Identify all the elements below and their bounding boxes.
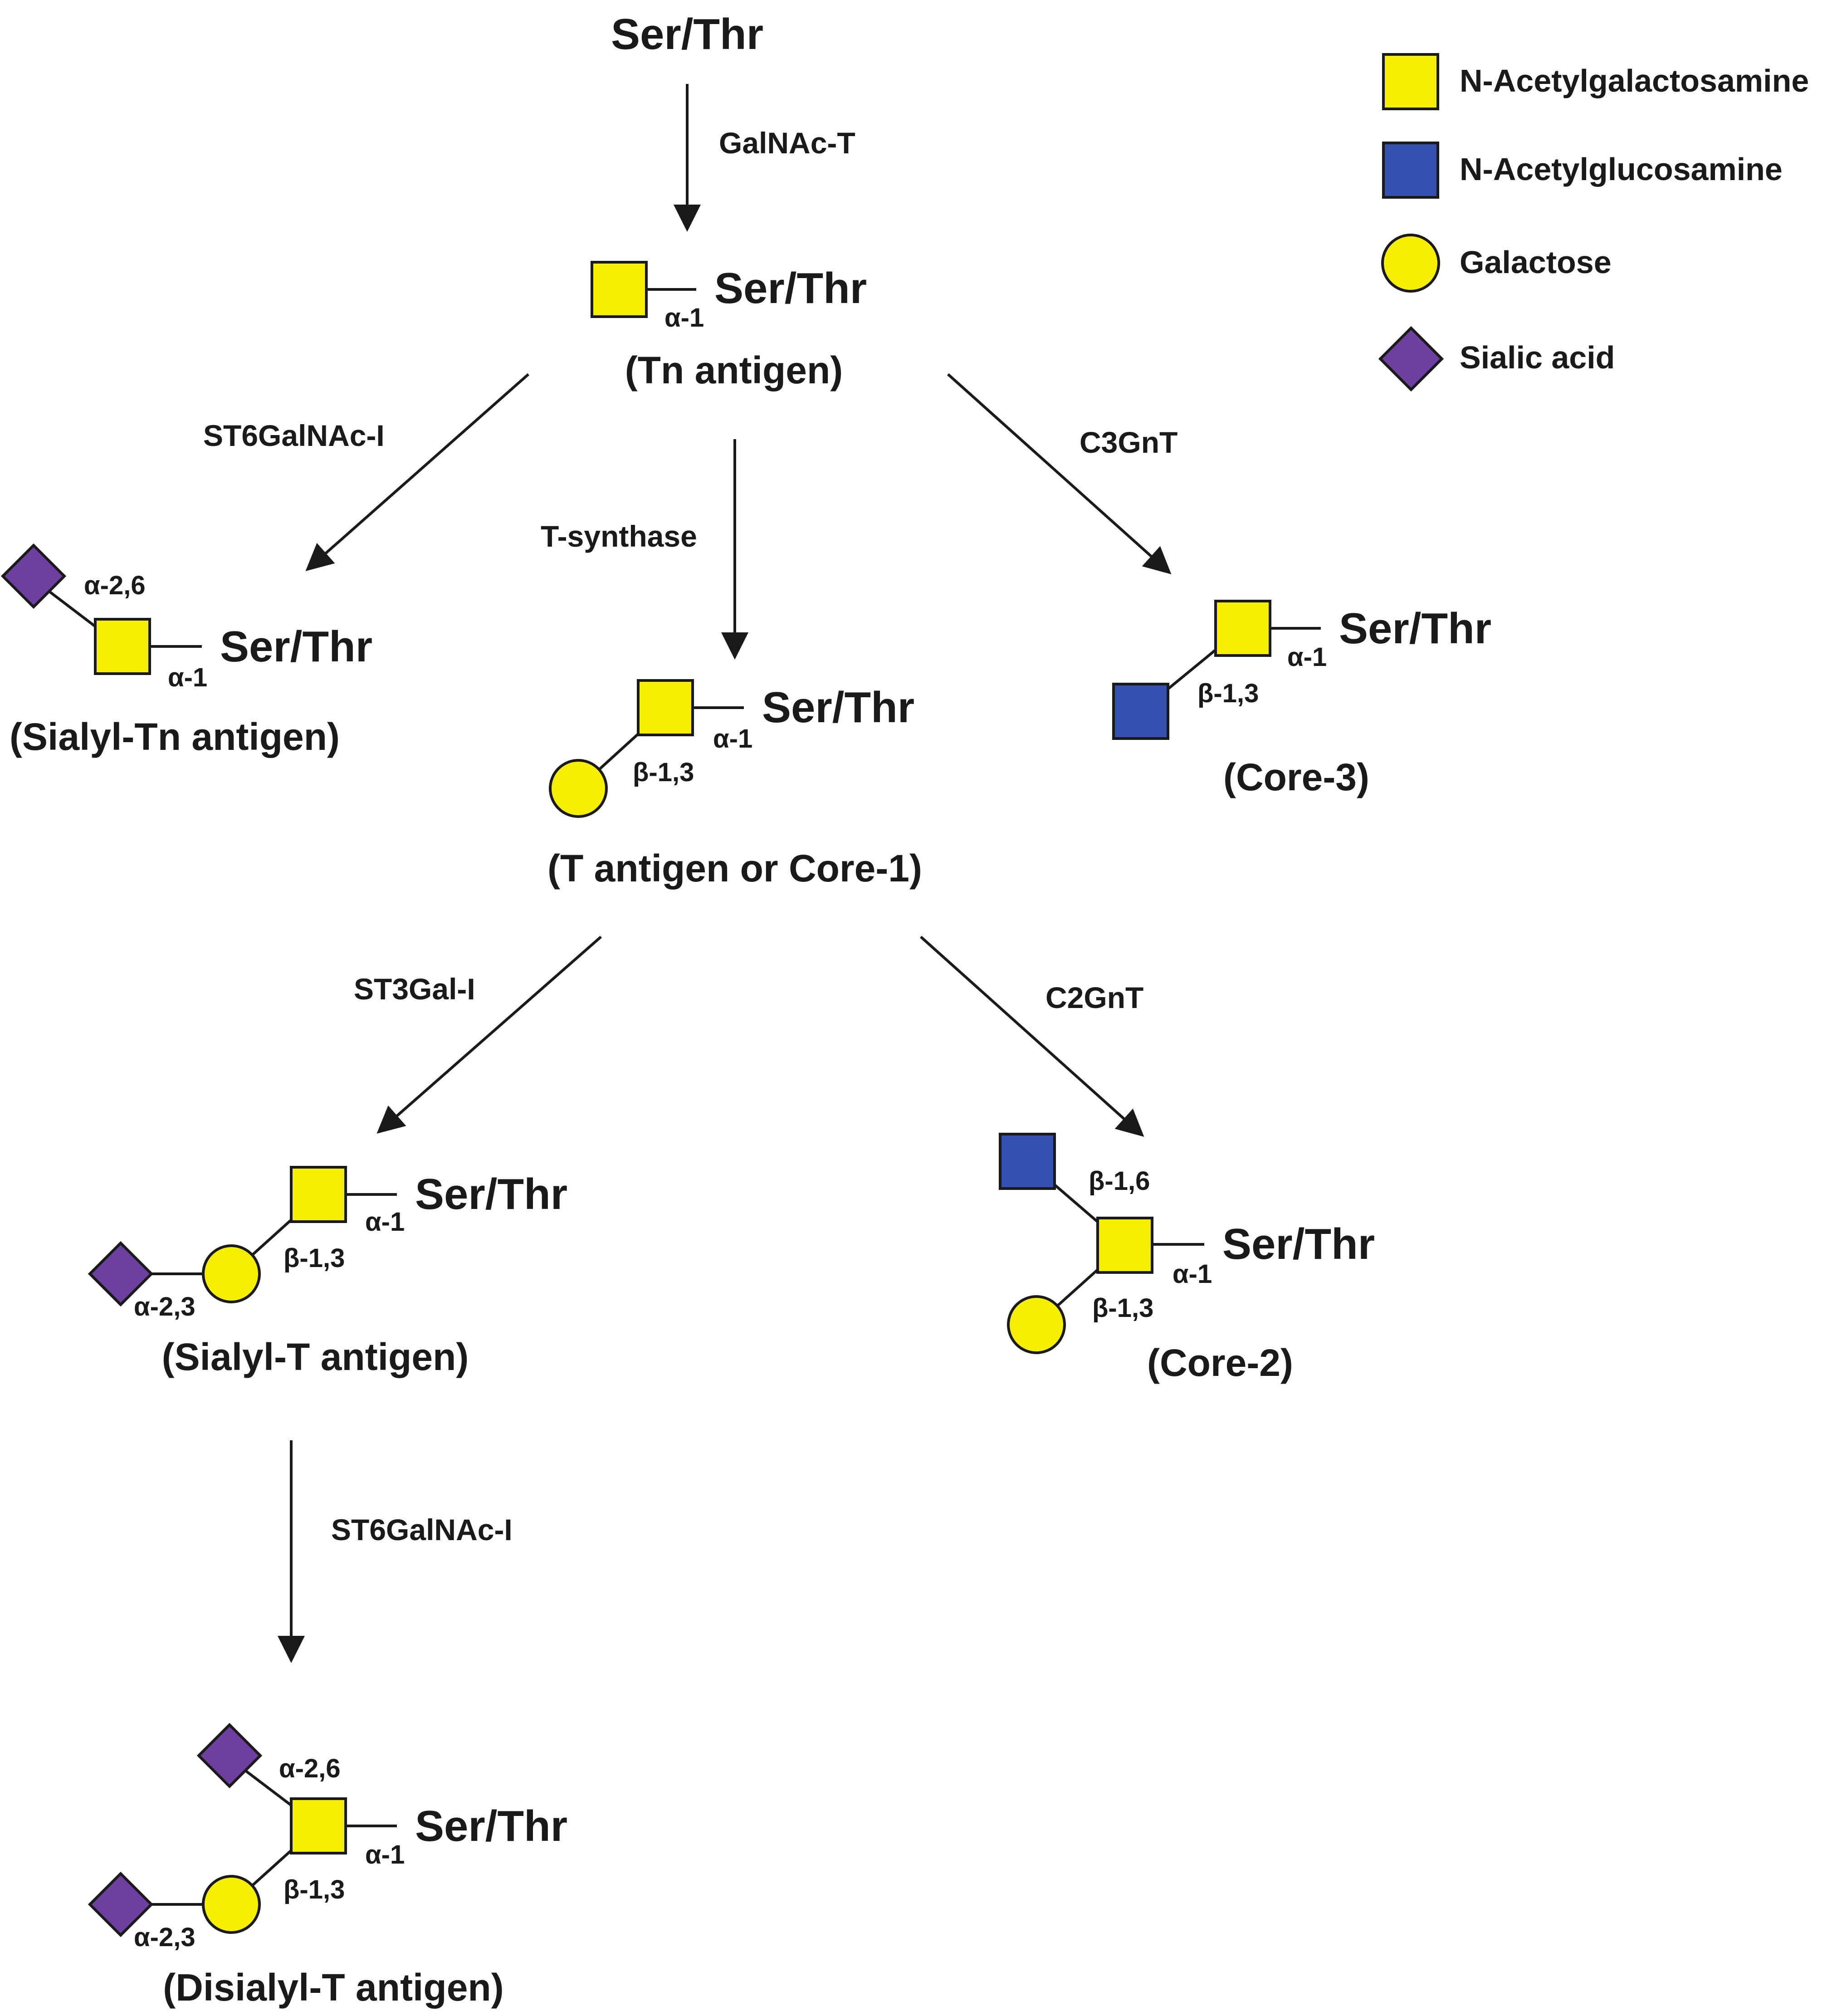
disialyl-t-link-a1: α-1 <box>365 1840 405 1869</box>
core2-link-a1: α-1 <box>1172 1259 1212 1289</box>
core3-ser-thr-label: Ser/Thr <box>1339 604 1491 653</box>
core3-name: (Core-3) <box>1223 756 1369 798</box>
galnac-square <box>94 618 151 675</box>
arrow-st3gal-1 <box>376 935 602 1134</box>
galnac-square <box>290 1166 347 1223</box>
disialyl-t-link-a23: α-2,3 <box>134 1923 195 1952</box>
sialyl-tn-structure: α-2,6 α-1 Ser/Thr (Sialyl-Tn antigen) <box>0 543 372 758</box>
enzyme-c2gnt: C2GnT <box>1045 981 1143 1014</box>
legend: N-Acetylgalactosamine N-Acetylglucosamin… <box>1378 53 1809 392</box>
enzyme-galnac-t: GalNAc-T <box>719 126 855 160</box>
disialyl-t-link-b13: β-1,3 <box>283 1875 345 1904</box>
enzyme-c3gnt: C3GnT <box>1080 426 1177 459</box>
sialyl-tn-link-a1: α-1 <box>168 663 207 692</box>
legend-item-sialic-acid: Sialic acid <box>1378 326 1615 392</box>
sialyl-tn-link-a26: α-2,6 <box>84 571 146 600</box>
legend-galactose-circle-icon <box>1381 234 1440 293</box>
galnac-square <box>1214 600 1271 657</box>
core1-antigen-name: (T antigen or Core-1) <box>547 847 922 890</box>
disialyl-t-structure: α-2,6 α-1 β-1,3 α-2,3 Ser/Thr (Disialyl-… <box>88 1722 567 2009</box>
galactose-circle <box>202 1244 261 1303</box>
enzyme-st6galnac-1b: ST6GalNAc-I <box>331 1513 513 1546</box>
core3-link-a1: α-1 <box>1287 642 1327 672</box>
sialyl-t-link-a23: α-2,3 <box>134 1292 195 1321</box>
galnac-square <box>1096 1217 1153 1274</box>
galnac-square <box>591 261 648 318</box>
sialic-acid-diamond <box>0 543 67 609</box>
sialic-acid-diamond <box>88 1241 154 1307</box>
legend-label-galnac: N-Acetylgalactosamine <box>1460 63 1809 98</box>
disialyl-t-antigen-name: (Disialyl-T antigen) <box>163 1966 503 2009</box>
sialyl-t-link-b13: β-1,3 <box>283 1243 345 1273</box>
legend-item-galactose: Galactose <box>1381 234 1612 293</box>
legend-galnac-square-icon <box>1382 53 1439 110</box>
legend-label-sialic-acid: Sialic acid <box>1460 340 1615 375</box>
sialyl-t-link-a1: α-1 <box>365 1207 405 1237</box>
legend-item-galnac: N-Acetylgalactosamine <box>1382 53 1809 110</box>
core2-ser-thr-label: Ser/Thr <box>1222 1220 1375 1268</box>
disialyl-t-link-a26: α-2,6 <box>279 1754 341 1783</box>
core1-link-a1: α-1 <box>713 724 752 754</box>
disialyl-t-ser-thr-label: Ser/Thr <box>415 1802 567 1850</box>
core1-link-b13: β-1,3 <box>633 758 694 787</box>
top-ser-thr-label: Ser/Thr <box>611 10 763 59</box>
core2-link-b16: β-1,6 <box>1089 1166 1150 1196</box>
glcnac-square <box>1112 683 1169 740</box>
tn-ser-thr-label: Ser/Thr <box>714 264 867 313</box>
galactose-circle <box>202 1875 261 1934</box>
legend-label-galactose: Galactose <box>1460 245 1612 280</box>
tn-antigen-structure: α-1 Ser/Thr (Tn antigen) <box>591 261 867 391</box>
enzyme-st6galnac-1: ST6GalNAc-I <box>203 419 385 452</box>
core1-structure: α-1 β-1,3 Ser/Thr (T antigen or Core-1) <box>547 679 922 890</box>
arrow-st6galnac-1 <box>305 373 529 571</box>
legend-item-glcnac: N-Acetylglucosamine <box>1382 142 1783 199</box>
core3-structure: α-1 β-1,3 Ser/Thr (Core-3) <box>1112 600 1491 798</box>
sialic-acid-diamond-a26 <box>196 1722 263 1789</box>
core3-link-b13: β-1,3 <box>1197 679 1259 708</box>
galnac-square <box>290 1797 347 1855</box>
sialyl-tn-ser-thr-label: Ser/Thr <box>220 622 372 671</box>
sialic-acid-diamond-a23 <box>88 1871 154 1938</box>
arrow-c2gnt <box>919 935 1144 1137</box>
sialyl-t-antigen-name: (Sialyl-T antigen) <box>162 1336 469 1378</box>
sialyl-tn-antigen-name: (Sialyl-Tn antigen) <box>10 715 340 758</box>
enzyme-st3gal-1: ST3Gal-I <box>354 972 475 1006</box>
legend-sialic-acid-diamond-icon <box>1378 326 1444 392</box>
sialyl-t-ser-thr-label: Ser/Thr <box>415 1170 567 1218</box>
sialyl-t-structure: α-1 β-1,3 α-2,3 Ser/Thr (Sialyl-T antige… <box>88 1166 567 1378</box>
core1-ser-thr-label: Ser/Thr <box>762 683 914 732</box>
galnac-square <box>637 679 694 736</box>
glcnac-square <box>999 1133 1056 1190</box>
tn-link-alpha1: α-1 <box>664 303 704 333</box>
legend-glcnac-square-icon <box>1382 142 1439 199</box>
enzyme-t-synthase: T-synthase <box>541 519 697 553</box>
core2-link-b13: β-1,3 <box>1092 1293 1153 1323</box>
galactose-circle <box>549 759 608 818</box>
core2-structure: β-1,6 α-1 β-1,3 Ser/Thr (Core-2) <box>999 1133 1375 1384</box>
legend-label-glcnac: N-Acetylglucosamine <box>1460 152 1783 187</box>
galactose-circle <box>1007 1295 1066 1354</box>
tn-antigen-name: (Tn antigen) <box>625 349 843 391</box>
arrow-c3gnt <box>947 373 1172 575</box>
core2-name: (Core-2) <box>1147 1341 1293 1384</box>
